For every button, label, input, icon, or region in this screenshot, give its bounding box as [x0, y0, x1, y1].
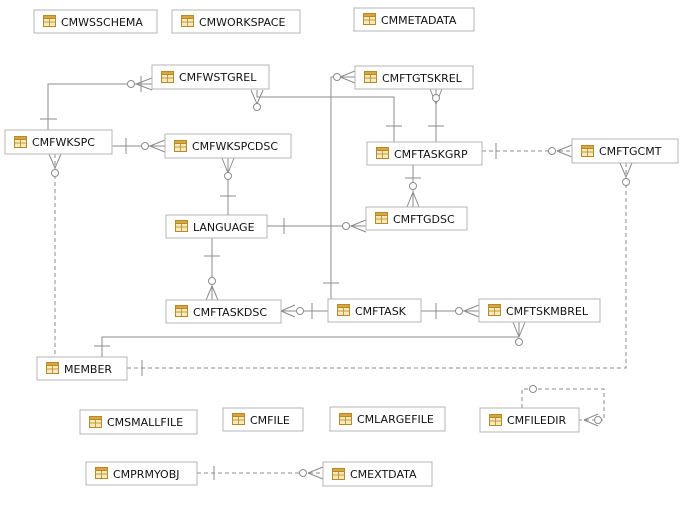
entity-label: CMFTGTSKREL [382, 72, 463, 85]
entity-cmfwkspcdsc[interactable]: CMFWKSPCDSC [164, 133, 292, 159]
entity-label: CMFWSTGREL [179, 71, 257, 84]
entity-label: CMFTGDSC [393, 213, 455, 226]
table-icon [332, 468, 345, 480]
entity-label: CMFTASKDSC [193, 306, 267, 319]
entity-label: CMFWKSPCDSC [192, 140, 278, 153]
table-icon [43, 15, 56, 27]
entity-cmftaskdsc[interactable]: CMFTASKDSC [165, 299, 282, 324]
entity-cmextdata[interactable]: CMEXTDATA [322, 461, 433, 487]
entity-cmftgtskrel[interactable]: CMFTGTSKREL [354, 65, 474, 90]
table-icon [581, 145, 594, 157]
table-icon [488, 304, 501, 316]
entity-cmlargefile[interactable]: CMLARGEFILE [329, 406, 446, 432]
entity-cmftaskgrp[interactable]: CMFTASKGRP [366, 141, 483, 166]
table-icon [376, 147, 389, 159]
entity-cmftskmbrel[interactable]: CMFTSKMBREL [478, 298, 601, 323]
entity-cmsmallfile[interactable]: CMSMALLFILE [79, 409, 198, 435]
table-icon [175, 220, 188, 232]
entity-cmftgdsc[interactable]: CMFTGDSC [365, 206, 468, 231]
entity-cmworkspace[interactable]: CMWORKSPACE [171, 9, 301, 34]
table-icon [89, 416, 102, 428]
table-icon [161, 71, 174, 83]
entity-label: CMWORKSPACE [199, 16, 285, 29]
entity-language[interactable]: LANGUAGE [165, 214, 268, 239]
relationship-lines [40, 70, 633, 480]
entity-label: CMSMALLFILE [107, 416, 183, 429]
table-icon [363, 13, 376, 25]
entity-label: CMWSSCHEMA [61, 16, 143, 29]
entity-cmfwstgrel[interactable]: CMFWSTGREL [151, 64, 270, 90]
table-icon [175, 305, 188, 317]
entity-label: CMFWKSPC [32, 136, 95, 149]
entity-cmwsschema[interactable]: CMWSSCHEMA [33, 9, 158, 34]
entity-cmftask[interactable]: CMFTASK [327, 298, 422, 323]
entity-label: CMEXTDATA [350, 468, 417, 481]
entity-label: CMFILE [250, 414, 290, 427]
rel-member-cmftgcmt[interactable] [127, 163, 627, 369]
entity-label: CMMETADATA [381, 14, 457, 27]
rel-cmfiledir-self[interactable] [521, 388, 605, 421]
entity-label: LANGUAGE [193, 221, 255, 234]
entity-cmfile[interactable]: CMFILE [222, 407, 304, 432]
entity-label: CMPRMYOBJ [113, 468, 180, 481]
entity-label: MEMBER [64, 363, 112, 376]
entity-cmfwkspc[interactable]: CMFWKSPC [4, 129, 113, 155]
entity-label: CMFTASKGRP [394, 148, 468, 161]
entity-label: CMFILEDIR [507, 414, 567, 427]
table-icon [232, 413, 245, 425]
table-icon [337, 304, 350, 316]
entity-cmftgcmt[interactable]: CMFTGCMT [571, 138, 679, 164]
table-icon [46, 362, 59, 374]
entity-member[interactable]: MEMBER [36, 356, 128, 381]
rel-member-cmftskmbrel[interactable] [101, 322, 520, 357]
entity-cmfiledir[interactable]: CMFILEDIR [479, 407, 580, 433]
entity-label: CMFTGCMT [599, 145, 662, 158]
rel-cmfwstgrel-cmftaskgrp[interactable] [256, 90, 395, 142]
table-icon [375, 212, 388, 224]
entity-cmprmyobj[interactable]: CMPRMYOBJ [85, 461, 198, 486]
entity-label: CMFTSKMBREL [506, 305, 589, 318]
entity-label: CMFTASK [355, 305, 407, 318]
entity-label: CMLARGEFILE [357, 413, 434, 426]
table-icon [181, 15, 194, 27]
table-icon [95, 467, 108, 479]
table-icon [489, 414, 502, 426]
table-icon [339, 413, 352, 425]
entity-cmmetadata[interactable]: CMMETADATA [353, 7, 475, 32]
rel-cmftgtskrel-cmftask[interactable] [330, 76, 355, 300]
rel-cmfwkspc-cmfwstgrel[interactable] [47, 83, 152, 130]
table-icon [364, 71, 377, 83]
table-icon [174, 140, 187, 152]
table-icon [14, 136, 27, 148]
